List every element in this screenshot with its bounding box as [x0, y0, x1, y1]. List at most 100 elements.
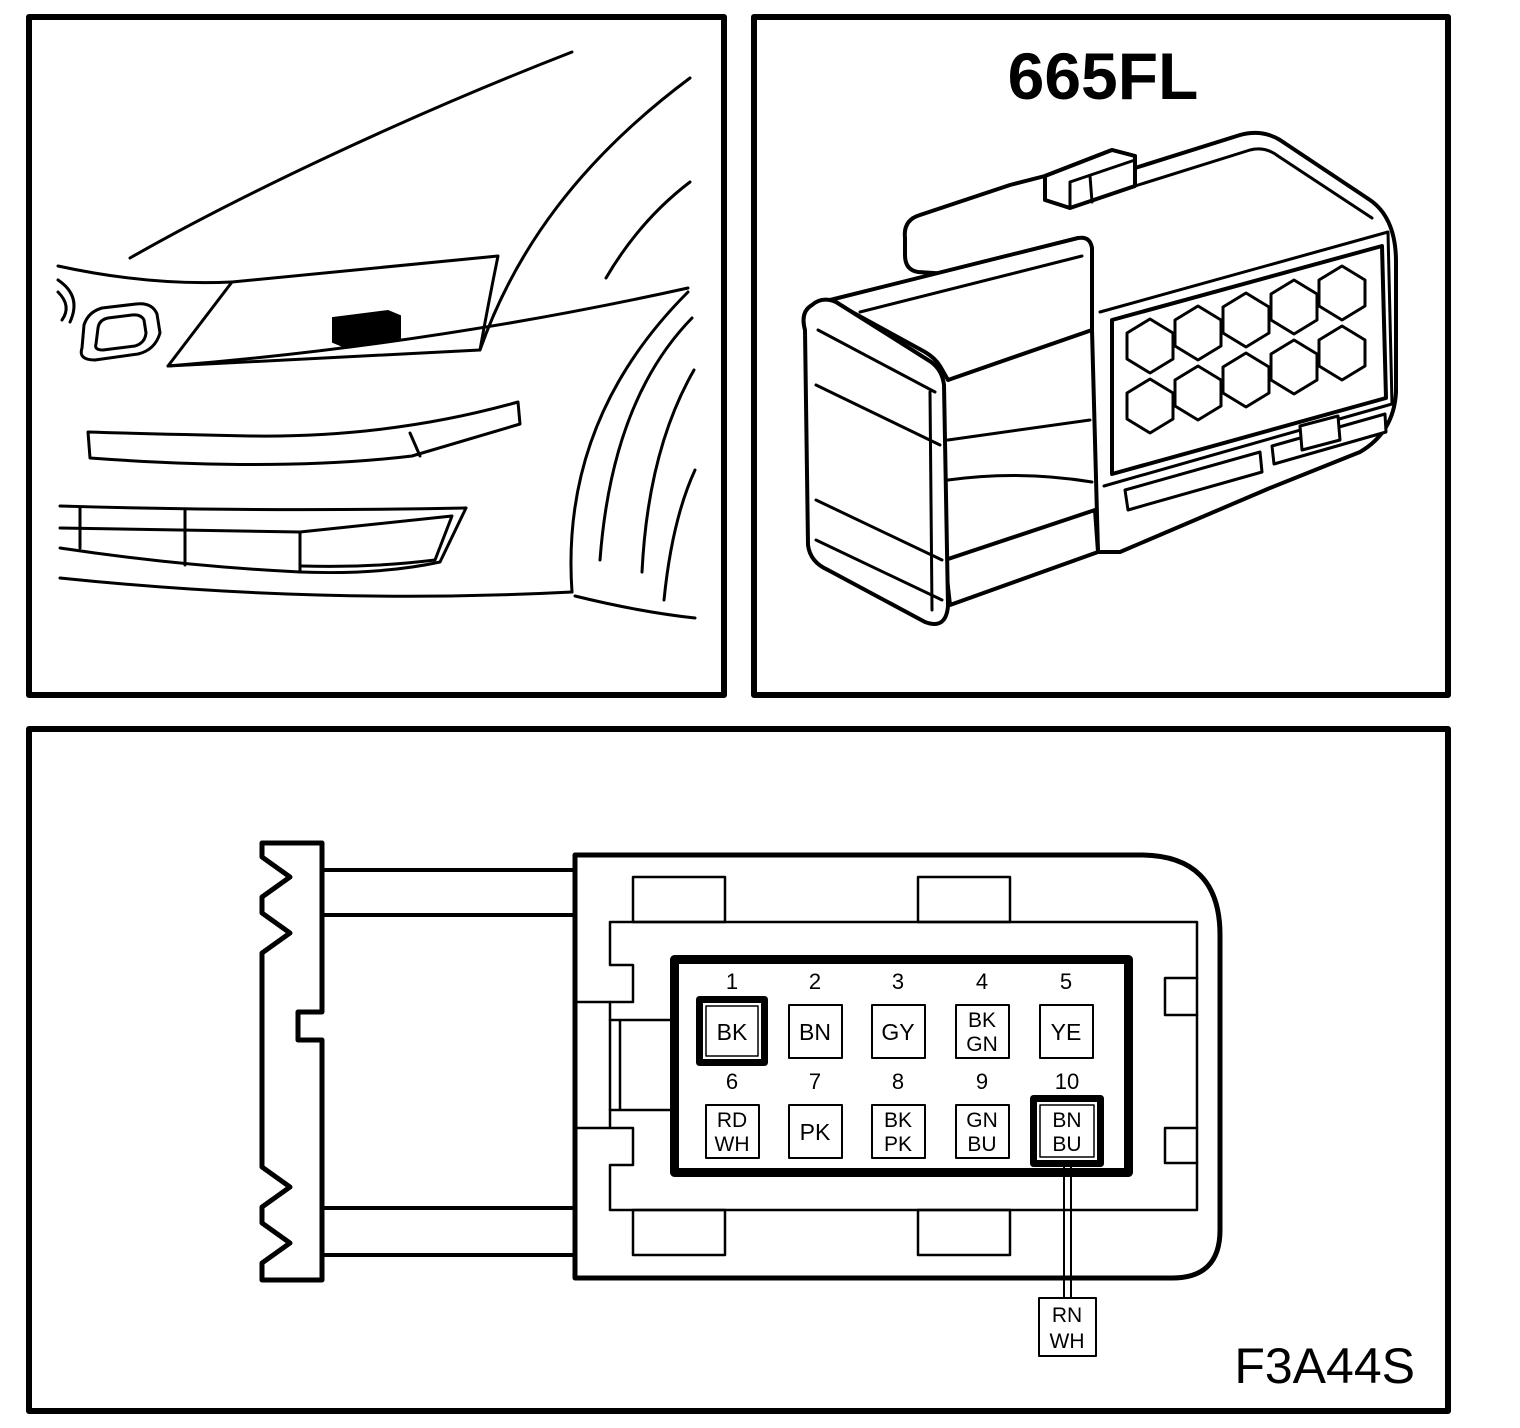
pin-cavity-hexagon: [1173, 304, 1223, 362]
lower-grille-middle-line: [58, 526, 302, 534]
pin-cavity-hexagon: [1221, 291, 1271, 349]
pin-wire-color-line1: GN: [966, 1109, 998, 1132]
pin-wire-color-line2: WH: [715, 1133, 750, 1156]
pin-cavity-hexagon: [1221, 351, 1271, 409]
pin-number: 1: [726, 969, 738, 994]
pin-cavity: [1039, 1104, 1095, 1158]
pin-cavity: [705, 1005, 759, 1057]
connector-rails: [320, 868, 577, 1257]
pin-cavity-hexagon: [1125, 377, 1175, 435]
pin-wire-color: PK: [800, 1119, 831, 1145]
connector-latch: [259, 840, 325, 1283]
pin-number: 10: [1055, 1069, 1079, 1094]
pin-5: 5 YE: [1039, 969, 1094, 1059]
pin-cavity: [788, 1104, 843, 1159]
lower-beam: [943, 508, 1100, 607]
headlight-outline: [166, 254, 500, 368]
pin-cavity: [955, 1104, 1010, 1159]
pin-number: 4: [976, 969, 988, 994]
lower-grille-bottom-line: [58, 546, 302, 574]
lower-grille-top-line: [58, 504, 468, 512]
pin-1: 1 BK: [696, 969, 768, 1066]
wheel-arch-line: [598, 316, 694, 562]
pin-10: 10 BN BU: [1030, 1069, 1104, 1167]
connector-face-diagram: 1 BK 2 BN 3 GY 4 BK GN 5: [259, 840, 1223, 1357]
frame-left-guide: [573, 1000, 672, 1130]
location-panel-frame: [26, 14, 727, 698]
emblem-outer: [79, 302, 162, 362]
pin-cavity: [788, 1004, 843, 1059]
pin-cavity-hexagon: [1269, 338, 1319, 396]
pin-wire-color: BN: [799, 1019, 831, 1045]
vehicle-front-illustration: [56, 50, 697, 620]
pin-9: 9 GN BU: [955, 1069, 1010, 1159]
pin-wire-color-line1: BK: [884, 1109, 912, 1132]
pin-6: 6 RD WH: [705, 1069, 760, 1159]
fender-line: [478, 76, 692, 352]
pin-cavity-hexagon: [1173, 364, 1223, 422]
fender-crease-line: [604, 180, 692, 280]
housing-rim: [1098, 230, 1394, 488]
pin-wire-color-line1: RD: [717, 1109, 747, 1132]
upper-beam-edge: [858, 254, 1084, 314]
connector-title: 665FL: [1008, 39, 1199, 113]
pin-cavity: [955, 1004, 1010, 1059]
bumper-bottom-line: [58, 576, 574, 598]
grille-edge-line: [56, 290, 68, 322]
pin-4: 4 BK GN: [955, 969, 1010, 1059]
fog-light-outer: [298, 506, 468, 575]
housing-lock-tab-edge: [1068, 158, 1137, 210]
connector-housing-outline: [572, 852, 1223, 1281]
bumper-upper-line: [166, 286, 690, 368]
pin-cavity-hexagon: [1125, 317, 1175, 375]
pin-cavity: [705, 1104, 760, 1159]
grille-edge-line: [56, 278, 76, 324]
front-latch-ridges: [814, 328, 944, 612]
pin-wire-color-line2: BU: [967, 1133, 996, 1156]
connector-inner-frame: [608, 920, 1199, 1212]
pin-wire-color-line1: BN: [1052, 1109, 1081, 1132]
locking-tabs: [631, 875, 1012, 1257]
pin-number: 8: [892, 1069, 904, 1094]
pin-cavity: [1039, 1004, 1094, 1059]
hood-front-line: [56, 264, 234, 285]
pin-cavity-hexagon: [1269, 278, 1319, 336]
pin-cavity-hexagon: [1317, 324, 1367, 382]
pin-cavity: [871, 1004, 926, 1059]
pin-cavity-highlighted: [696, 996, 768, 1066]
wheel-arch-line: [569, 290, 690, 594]
pin-number: 3: [892, 969, 904, 994]
pin-cavity-highlighted: [1030, 1095, 1104, 1167]
connector-view-panel-frame: [751, 14, 1451, 698]
pin-number: 5: [1060, 969, 1072, 994]
pin-number: 2: [809, 969, 821, 994]
pin-8: 8 BK PK: [871, 1069, 926, 1159]
fog-light-inner: [298, 514, 454, 568]
location-panel: [26, 14, 727, 698]
emblem-inner: [94, 313, 148, 352]
pinout-panel-frame: [26, 726, 1451, 1414]
wheel-arch-line: [662, 468, 697, 602]
upper-beam: [828, 235, 1094, 382]
lead-wire-color-line2: WH: [1050, 1330, 1085, 1353]
lower-slot: [1123, 450, 1264, 512]
lead-wire-color-line1: RN: [1052, 1304, 1082, 1327]
pin-7: 7 PK: [788, 1069, 843, 1159]
pin-cavity-hexagon: [1317, 264, 1367, 322]
pin-cavities: [1125, 264, 1367, 435]
pin-wire-color-line1: BK: [968, 1009, 996, 1032]
locking-tab: [916, 875, 1012, 924]
hood-edge-line: [128, 50, 574, 260]
turn-signal-divider: [408, 431, 422, 458]
frame-right-notches: [1163, 976, 1199, 1165]
pin-wire-color: YE: [1051, 1019, 1082, 1045]
connector-3d-illustration: [801, 130, 1398, 626]
locking-tab: [631, 875, 727, 924]
pin-wire-color-line2: PK: [884, 1133, 912, 1156]
connector-view-panel: 665FL: [751, 14, 1451, 698]
connector-location-marker: [332, 309, 401, 349]
pin-3: 3 GY: [871, 969, 926, 1059]
lead-wire: RN WH: [1038, 1166, 1097, 1357]
lower-slot: [1298, 414, 1342, 452]
